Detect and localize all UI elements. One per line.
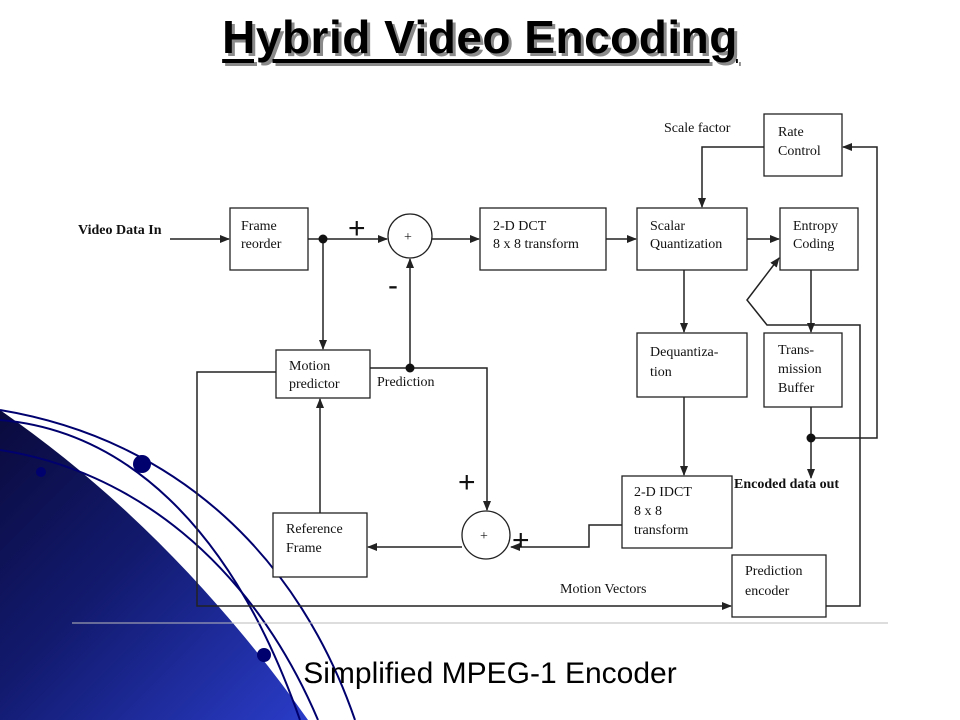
bottom-sum-symbol: + (480, 529, 488, 544)
entropy-line1: Entropy (793, 219, 838, 234)
encoded-out-label: Encoded data out (734, 477, 839, 492)
prediction-encoder-block: Prediction encoder (731, 554, 827, 618)
motion-vectors-label: Motion Vectors (560, 582, 646, 597)
top-sum-symbol: + (404, 230, 412, 245)
plus-bottom-sign: + (512, 524, 530, 557)
rate-line1: Rate (778, 125, 804, 140)
ref-frame-line1: Reference (286, 522, 343, 537)
idct-line1: 2-D IDCT (634, 485, 692, 500)
dequantization-block: Dequantiza- tion (636, 332, 748, 398)
frame-reorder-line1: Frame (241, 219, 277, 234)
slide-caption: Simplified MPEG-1 Encoder (303, 657, 677, 690)
idct-block: 2-D IDCT 8 x 8 transform (621, 475, 733, 549)
reference-frame-block: Reference Frame (272, 512, 368, 578)
tx-buffer-line2: mission (778, 362, 822, 377)
slide-title: Hybrid Video Encoding (222, 11, 738, 63)
motion-pred-line1: Motion (289, 359, 330, 374)
dct-line2: 8 x 8 transform (493, 237, 579, 252)
scale-factor-label: Scale factor (664, 121, 731, 136)
frame-reorder-block: Frame reorder (229, 207, 309, 271)
quant-line1: Scalar (650, 219, 685, 234)
ref-frame-line2: Frame (286, 541, 322, 556)
rate-control-block: Rate Control (763, 113, 843, 177)
rate-line2: Control (778, 144, 821, 159)
prediction-label: Prediction (377, 375, 435, 390)
dequant-line1: Dequantiza- (650, 345, 719, 360)
minus-sign: - (388, 269, 398, 302)
junction-dots (318, 234, 816, 443)
tx-buffer-line1: Trans- (778, 343, 814, 358)
idct-line2: 8 x 8 (634, 504, 662, 519)
quantization-block: Scalar Quantization (636, 207, 748, 271)
plus-top-sign: + (348, 212, 366, 245)
entropy-line2: Coding (793, 237, 834, 252)
dct-line1: 2-D DCT (493, 219, 547, 234)
dequant-line2: tion (650, 365, 672, 380)
dct-block: 2-D DCT 8 x 8 transform (479, 207, 607, 271)
motion-pred-line2: predictor (289, 377, 340, 392)
pred-enc-line2: encoder (745, 584, 790, 599)
entropy-coding-block: Entropy Coding (779, 207, 859, 271)
pred-enc-line1: Prediction (745, 564, 803, 579)
top-sum-junction: + (387, 213, 433, 259)
quant-line2: Quantization (650, 237, 722, 252)
transmission-buffer-block: Trans- mission Buffer (763, 332, 843, 408)
tx-buffer-line3: Buffer (778, 381, 815, 396)
idct-line3: transform (634, 523, 689, 538)
bottom-sum-junction: + (461, 510, 511, 560)
motion-predictor-block: Motion predictor (275, 349, 371, 399)
video-in-label: Video Data In (78, 223, 162, 238)
decorative-corner (0, 409, 888, 720)
plus-mid-sign: + (458, 466, 476, 499)
signal-lines (170, 143, 878, 610)
frame-reorder-line2: reorder (241, 237, 282, 252)
